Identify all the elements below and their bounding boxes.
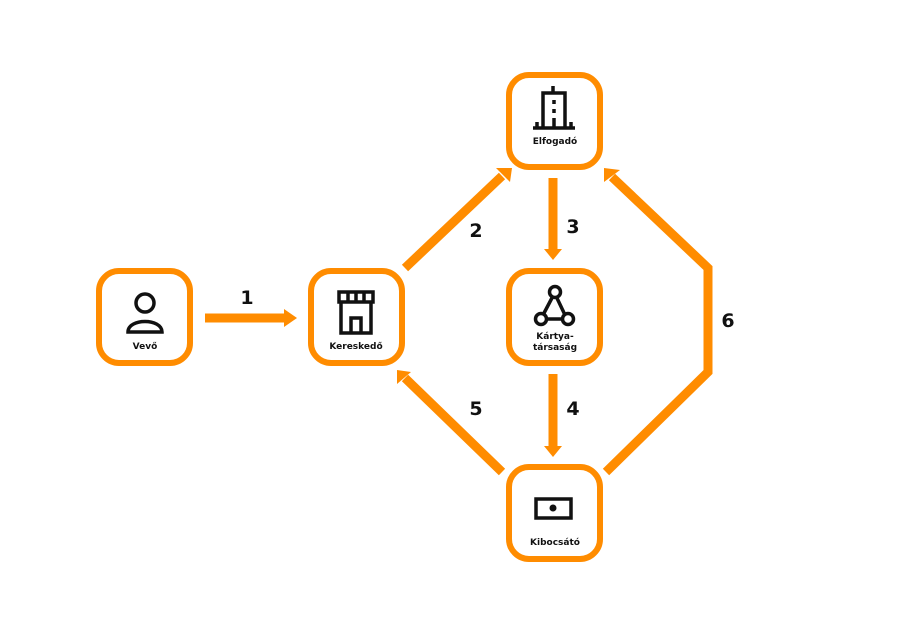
store-icon bbox=[337, 290, 375, 335]
edge-label-2: 2 bbox=[469, 220, 482, 242]
node-label-line2: társaság bbox=[533, 343, 577, 353]
edge-6: 6 bbox=[602, 168, 735, 476]
edge-label-3: 3 bbox=[566, 216, 579, 238]
node-label-line1: Kártya- bbox=[536, 332, 574, 342]
node-card-network: Kártya- társaság bbox=[506, 268, 603, 366]
node-buyer: Vevő bbox=[96, 268, 193, 366]
person-icon bbox=[126, 292, 164, 334]
node-label: Elfogadó bbox=[533, 136, 577, 147]
card-icon bbox=[534, 497, 573, 520]
edge-5: 5 bbox=[397, 370, 506, 476]
edge-2: 2 bbox=[401, 168, 512, 272]
edge-3: 3 bbox=[544, 178, 580, 260]
edge-4: 4 bbox=[544, 374, 580, 457]
edge-label-4: 4 bbox=[566, 398, 579, 420]
node-acquirer: Elfogadó bbox=[506, 72, 603, 170]
node-issuer: Kibocsátó bbox=[506, 464, 603, 562]
node-label: Vevő bbox=[133, 342, 158, 352]
edge-1: 1 bbox=[205, 287, 297, 327]
edge-label-5: 5 bbox=[469, 398, 482, 420]
node-label: Kereskedő bbox=[329, 342, 382, 352]
edge-label-6: 6 bbox=[721, 310, 734, 332]
building-icon bbox=[533, 86, 575, 130]
node-label: Kibocsátó bbox=[530, 537, 580, 548]
node-merchant: Kereskedő bbox=[308, 268, 405, 366]
network-icon bbox=[533, 284, 576, 327]
edge-label-1: 1 bbox=[240, 287, 253, 309]
